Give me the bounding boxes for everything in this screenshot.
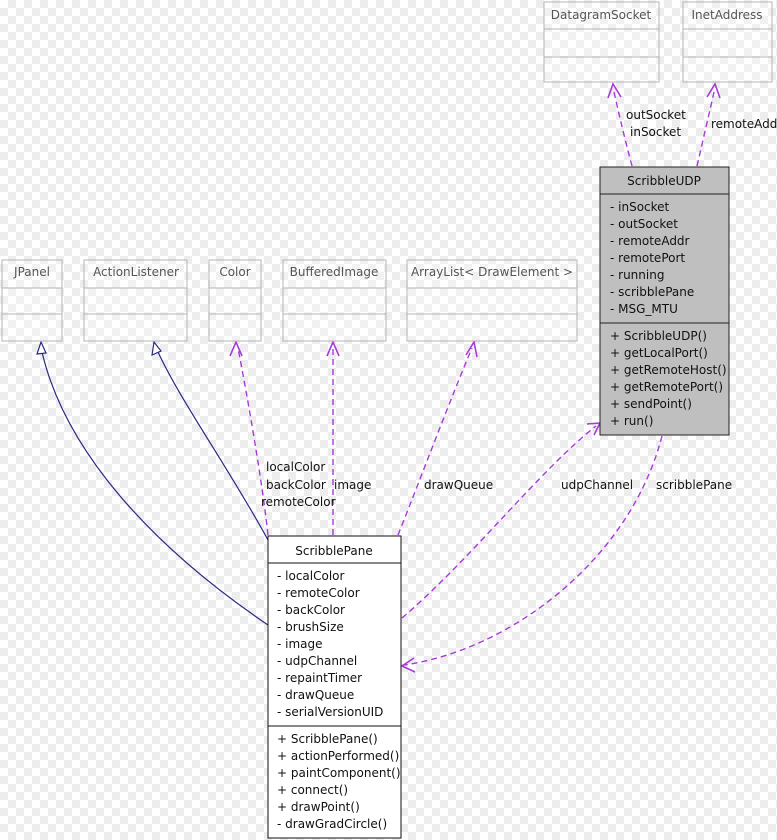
attribute-back-color: - backColor <box>277 603 345 617</box>
dependency-arrowhead-color <box>229 339 243 357</box>
dependency-arrowhead-buffered-image <box>326 339 340 357</box>
class-buffered-image[interactable]: BufferedImage <box>282 259 387 342</box>
attribute-serial-version-uid: - serialVersionUID <box>277 705 383 719</box>
attribute-out-socket: - outSocket <box>610 217 678 231</box>
method-paint-component: + paintComponent() <box>277 766 401 780</box>
class-datagram-socket[interactable]: DatagramSocket <box>543 1 660 83</box>
method-scribble-pane: + ScribblePane() <box>277 732 378 746</box>
edge-label-back-color: backColor <box>266 478 326 492</box>
dependency-edge-array-list <box>397 347 473 536</box>
inheritance-arrowhead-jpanel <box>36 340 47 355</box>
edge-label-remote-addr: remoteAddr <box>711 117 777 131</box>
class-title: JPanel <box>13 265 50 279</box>
dependency-arrowhead-inet-address <box>706 82 721 99</box>
dependency-edge-udp-channel <box>401 425 597 619</box>
class-title: BufferedImage <box>290 265 379 279</box>
inheritance-arrowhead-action-listener <box>151 340 162 356</box>
attribute-repaint-timer: - repaintTimer <box>277 671 362 685</box>
attribute-running: - running <box>610 268 664 282</box>
method-connect: + connect() <box>277 783 348 797</box>
edge-label-local-color: localColor <box>266 460 325 474</box>
attribute-udp-channel: - udpChannel <box>277 654 357 668</box>
edge-label-udp-channel: udpChannel <box>561 478 633 492</box>
dependency-edge-inet-address <box>696 91 715 167</box>
inheritance-edge-jpanel <box>41 351 269 626</box>
attribute-list: - inSocket - outSocket - remoteAddr - re… <box>610 200 694 316</box>
method-send-point: + sendPoint() <box>610 397 692 411</box>
class-inet-address[interactable]: InetAddress <box>682 1 773 83</box>
class-title: ScribblePane <box>295 544 372 558</box>
edge-label-in-socket: inSocket <box>630 125 681 139</box>
method-get-remote-host: + getRemoteHost() <box>610 363 727 377</box>
attribute-local-color: - localColor <box>277 569 345 583</box>
dependency-edge-color <box>237 347 269 536</box>
class-action-listener[interactable]: ActionListener <box>83 259 188 342</box>
method-get-remote-port: + getRemotePort() <box>610 380 723 394</box>
class-color[interactable]: Color <box>208 259 262 342</box>
method-draw-grad-circle: - drawGradCircle() <box>277 817 387 831</box>
dependency-arrowhead-udp-channel <box>586 422 602 436</box>
edge-label-scribble-pane: scribblePane <box>656 478 732 492</box>
edge-label-image: image <box>334 478 371 492</box>
dependency-edge-datagram-socket <box>613 91 633 167</box>
class-scribble-pane[interactable]: ScribblePane - localColor - remoteColor … <box>267 535 402 839</box>
class-title: DatagramSocket <box>551 8 652 22</box>
method-action-performed: + actionPerformed() <box>277 749 399 763</box>
attribute-remote-port: - remotePort <box>610 251 685 265</box>
edge-label-out-socket: outSocket <box>626 108 686 122</box>
dependency-arrowhead-datagram-socket <box>607 82 622 99</box>
attribute-scribble-pane: - scribblePane <box>610 285 694 299</box>
attribute-remote-addr: - remoteAddr <box>610 234 690 248</box>
attribute-remote-color: - remoteColor <box>277 586 360 600</box>
attribute-brush-size: - brushSize <box>277 620 344 634</box>
attribute-list: - localColor - remoteColor - backColor -… <box>277 569 383 719</box>
edge-label-remote-color: remoteColor <box>261 495 336 509</box>
method-run: + run() <box>610 414 653 428</box>
class-title: ArrayList< DrawElement > <box>411 265 573 279</box>
attribute-image: - image <box>277 637 323 651</box>
dependency-edge-scribble-pane <box>403 435 663 666</box>
edge-label-draw-queue: drawQueue <box>424 478 493 492</box>
dependency-arrowhead-scribble-pane <box>400 657 416 673</box>
inheritance-edge-action-listener <box>157 351 269 541</box>
class-scribble-udp[interactable]: ScribbleUDP - inSocket - outSocket - rem… <box>599 166 730 436</box>
class-title: ScribbleUDP <box>627 174 701 188</box>
class-title: InetAddress <box>691 8 762 22</box>
method-get-local-port: + getLocalPort() <box>610 346 708 360</box>
attribute-msg-mtu: - MSG_MTU <box>610 302 678 316</box>
attribute-draw-queue: - drawQueue <box>277 688 354 702</box>
attribute-in-socket: - inSocket <box>610 200 670 214</box>
method-scribble-udp: + ScribbleUDP() <box>610 329 707 343</box>
class-title: Color <box>219 265 250 279</box>
class-jpanel[interactable]: JPanel <box>1 259 63 342</box>
class-title: ActionListener <box>93 265 179 279</box>
class-array-list[interactable]: ArrayList< DrawElement > <box>406 259 578 342</box>
method-list: + ScribblePane() + actionPerformed() + p… <box>277 732 401 831</box>
method-list: + ScribbleUDP() + getLocalPort() + getRe… <box>610 329 727 428</box>
dependency-arrowhead-array-list <box>465 339 478 358</box>
method-draw-point: + drawPoint() <box>277 800 360 814</box>
